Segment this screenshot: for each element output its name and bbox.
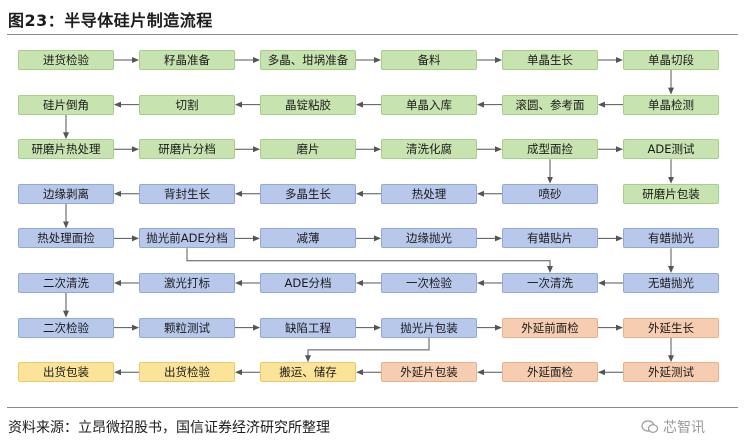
process-step: 搬运、储存 (260, 362, 356, 383)
process-step: 边缘剥离 (18, 183, 114, 204)
source-note: 资料来源：立昂微招股书，国信证券经济研究所整理 (8, 420, 330, 436)
process-step: 外延测试 (623, 362, 719, 383)
figure-title: 图23：半导体硅片制造流程 (8, 11, 213, 30)
process-step: 热处理面捡 (18, 228, 114, 249)
process-step: 切割 (139, 94, 235, 115)
process-step: 单晶生长 (502, 50, 598, 70)
process-step: 多晶、坩埚准备 (260, 50, 356, 70)
process-step: 外延生长 (623, 317, 719, 338)
flow-arrow (305, 337, 430, 363)
wechat-icon (641, 420, 659, 433)
process-step: 晶锭粘胶 (260, 94, 356, 115)
process-step: 抛光片包装 (381, 317, 477, 338)
process-step: 多晶生长 (260, 183, 356, 204)
process-step: 出货检验 (139, 362, 235, 383)
bottom-rule (7, 407, 738, 408)
edge-layer (63, 57, 674, 376)
process-step: 二次清洗 (18, 273, 114, 293)
process-step: 进货检验 (18, 50, 114, 70)
process-step: 研磨片包装 (623, 183, 719, 204)
process-step: 外延面检 (502, 362, 598, 383)
process-step: 外延前面检 (502, 317, 598, 338)
process-step: 成型面捡 (502, 139, 598, 160)
process-step: 缺陷工程 (260, 317, 356, 338)
process-step: 无蜡抛光 (623, 273, 719, 293)
process-step: 单晶检测 (623, 94, 719, 115)
process-step: 背封生长 (139, 183, 235, 204)
process-step: 清洗化腐 (381, 139, 477, 160)
process-step: 抛光前ADE分档 (139, 228, 235, 249)
process-step: 有蜡贴片 (502, 228, 598, 249)
process-step: 滚圆、参考面 (502, 94, 598, 115)
process-step: 一次检验 (381, 273, 477, 293)
process-step: 单晶切段 (623, 50, 719, 70)
process-step: 有蜡抛光 (623, 228, 719, 249)
process-step: 喷砂 (502, 183, 598, 204)
process-step: 一次清洗 (502, 273, 598, 293)
process-step: 颗粒测试 (139, 317, 235, 338)
top-rule (7, 34, 738, 35)
process-step: 出货包装 (18, 362, 114, 383)
watermark-text: 芯智讯 (663, 420, 705, 436)
process-step: 研磨片热处理 (18, 139, 114, 160)
process-step: ADE分档 (260, 273, 356, 293)
process-step: 减薄 (260, 228, 356, 249)
process-step: 磨片 (260, 139, 356, 160)
process-step: 热处理 (381, 183, 477, 204)
process-step: 激光打标 (139, 273, 235, 293)
process-step: ADE测试 (623, 139, 719, 160)
process-step: 边缘抛光 (381, 228, 477, 249)
process-step: 研磨片分档 (139, 139, 235, 160)
process-step: 单晶入库 (381, 94, 477, 115)
process-step: 外延片包装 (381, 362, 477, 383)
watermark: 芯智讯 (641, 417, 705, 437)
process-step: 籽晶准备 (139, 50, 235, 70)
process-step: 二次检验 (18, 317, 114, 338)
process-step: 备料 (381, 50, 477, 70)
flow-arrow (186, 248, 553, 273)
process-step: 硅片倒角 (18, 94, 114, 115)
